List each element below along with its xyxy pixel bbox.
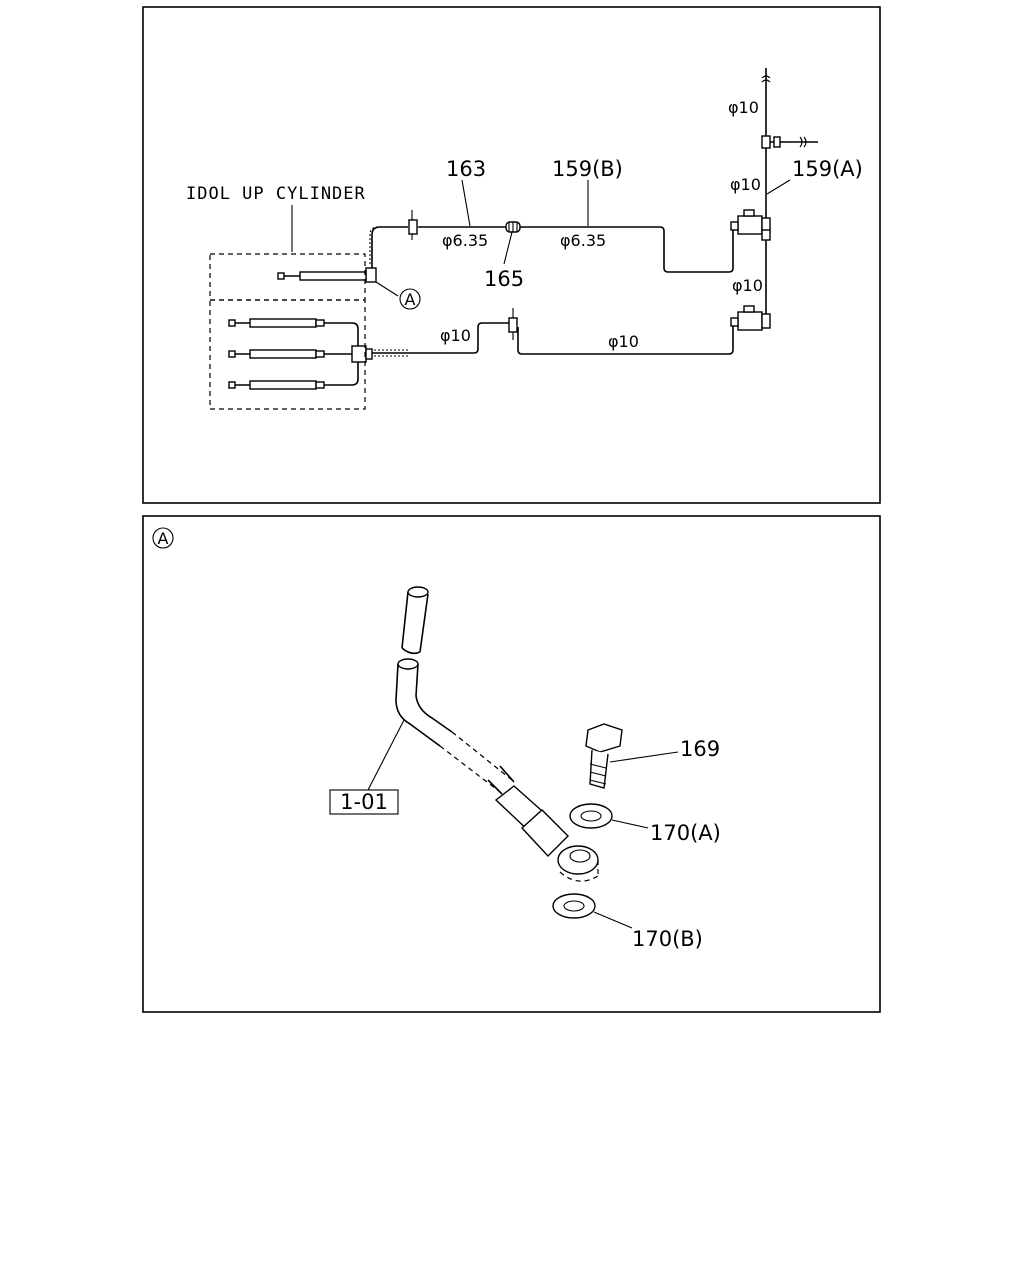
lower-solenoid-valve [730, 305, 771, 331]
leader-169 [609, 751, 679, 763]
leader-159a [766, 179, 791, 195]
part-169-label: 169 [680, 737, 720, 761]
detail-a-circle [152, 527, 174, 549]
diameter-10-mid: φ10 [730, 175, 761, 194]
leader-165 [503, 231, 513, 265]
diameter-10-right-low: φ10 [732, 276, 763, 295]
cylinder-group-outline [209, 253, 366, 410]
diameter-10-top: φ10 [728, 98, 759, 117]
part-170b-label: 170(B) [632, 927, 703, 951]
leader-170b [593, 911, 633, 929]
hose-eye-fitting [494, 785, 599, 882]
part-165-label: 165 [484, 267, 524, 291]
line-10-lower [372, 308, 734, 357]
bolt-169 [585, 723, 623, 789]
diameter-6-35-left: φ6.35 [442, 231, 488, 250]
diameter-10-bottom-right: φ10 [608, 332, 639, 351]
top-panel-frame [142, 6, 881, 504]
upper-solenoid-valve [730, 209, 771, 241]
hose-lower-segment [395, 658, 515, 795]
part-1-01-label: 1-01 [340, 790, 388, 814]
detail-a-text: A [158, 529, 169, 548]
leader-163 [461, 179, 471, 227]
part-159b-label: 159(B) [552, 157, 623, 181]
hose-upper-segment [401, 586, 429, 655]
right-main-line [761, 68, 771, 325]
part-1-01-box [329, 789, 399, 815]
detail-panel-frame [142, 515, 881, 1013]
single-cylinder [277, 267, 399, 297]
line-6-35 [369, 210, 734, 273]
washer-170a [569, 803, 613, 829]
part-170a-label: 170(A) [650, 821, 721, 845]
leader-1-01 [367, 719, 405, 791]
diameter-6-35-right: φ6.35 [560, 231, 606, 250]
callout-a-text: A [405, 290, 416, 309]
idle-up-cylinder-label: IDOL UP CYLINDER [186, 184, 366, 204]
triple-cylinders [228, 318, 373, 390]
part-163-label: 163 [446, 157, 486, 181]
washer-170b [552, 893, 596, 919]
upper-tee-branch [761, 135, 818, 149]
diameter-10-bottom-left: φ10 [440, 326, 471, 345]
leader-170a [611, 819, 649, 829]
part-159a-label: 159(A) [792, 157, 863, 181]
callout-a-circle [399, 288, 421, 310]
